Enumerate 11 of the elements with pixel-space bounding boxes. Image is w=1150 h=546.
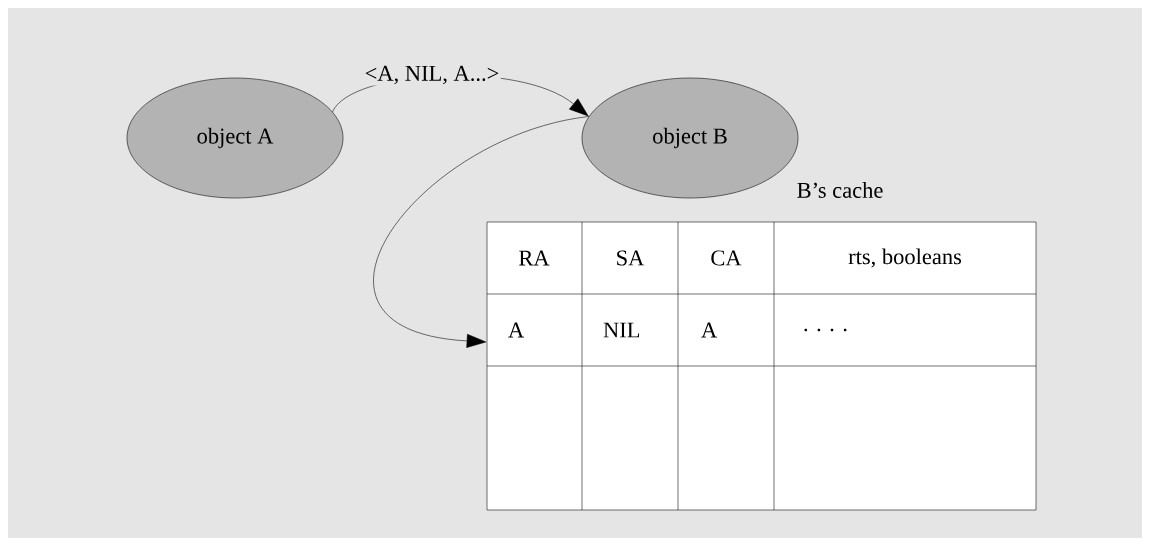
table-entry: . . . . [804, 328, 847, 332]
table-entry: SA [617, 250, 645, 266]
table-entry: A [508, 322, 525, 338]
table-entry: A [701, 322, 718, 338]
table-caption: B’s cache [797, 182, 883, 198]
table-entry: CA [711, 250, 742, 266]
edge-label: <A, NIL, A...> [363, 64, 501, 86]
table-entry: NIL [603, 322, 640, 338]
table-entry: rts, booleans [848, 248, 962, 268]
arrow [373, 116, 590, 348]
table-entry: RA [519, 250, 550, 266]
